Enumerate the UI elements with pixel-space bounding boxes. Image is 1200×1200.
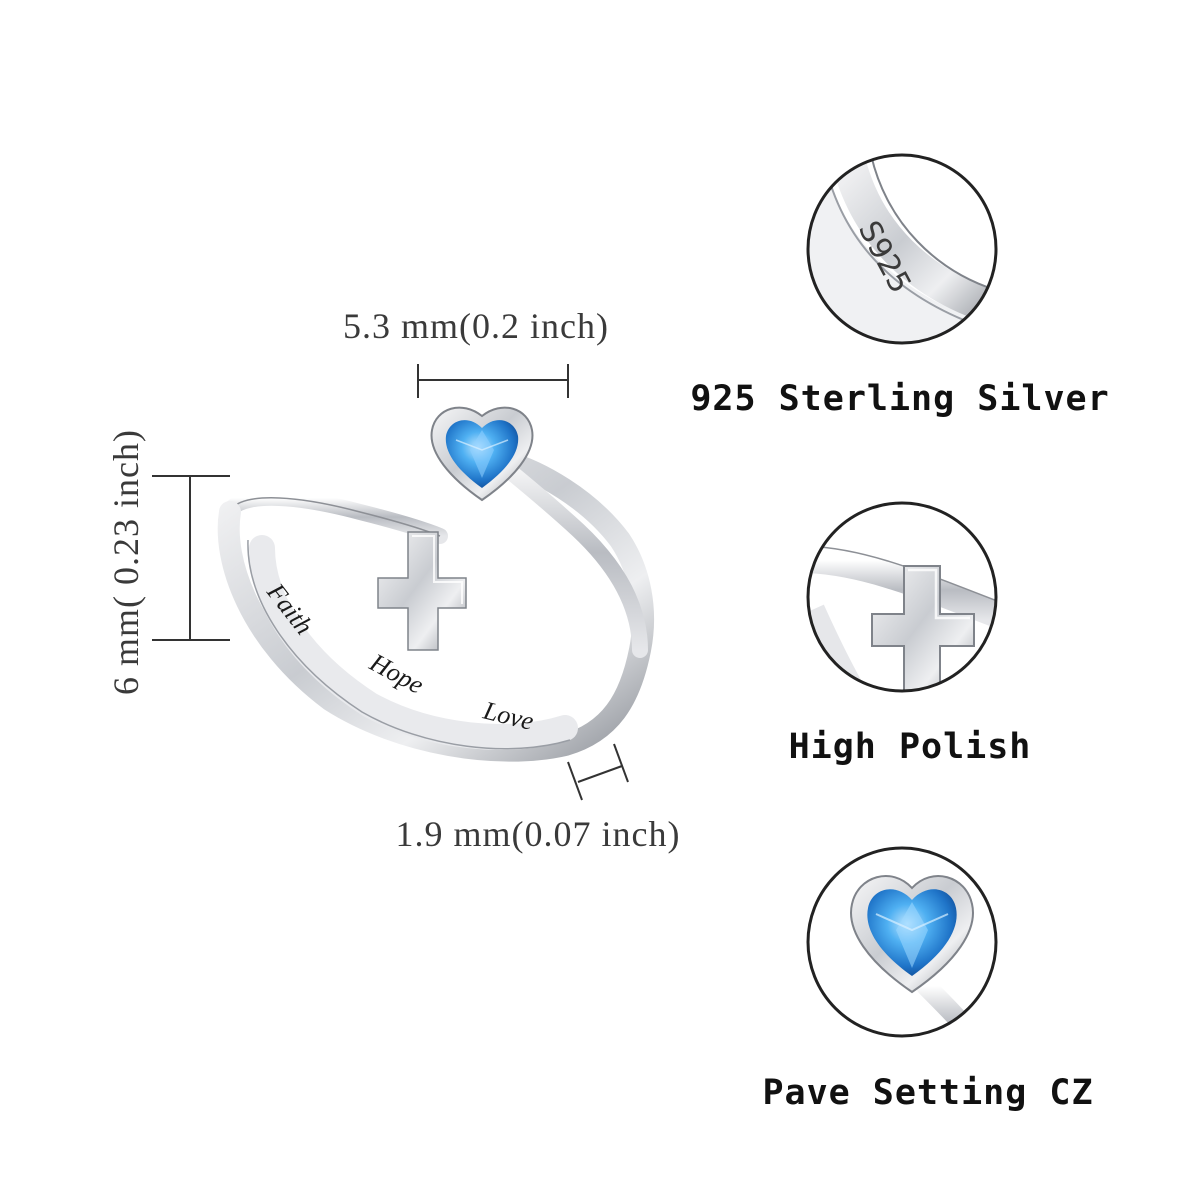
engraving-word-hope: Hope: [364, 647, 428, 700]
dimension-height: 6 mm( 0.23 inch): [106, 429, 230, 695]
feature-sterling-silver: S925 925 Sterling Silver: [690, 153, 1109, 419]
feature-label-high-polish: High Polish: [789, 727, 1032, 767]
dimension-width: 5.3 mm(0.2 inch): [343, 306, 609, 398]
heart-stone: [430, 406, 534, 502]
feature-pave-setting: Pave Setting CZ: [762, 846, 1093, 1113]
ring: Faith Hope Love: [217, 406, 655, 762]
feature-label-pave-setting: Pave Setting CZ: [762, 1073, 1093, 1113]
width-label: 5.3 mm(0.2 inch): [343, 306, 609, 346]
feature-label-sterling-silver: 925 Sterling Silver: [690, 379, 1109, 419]
cross-charm: [377, 531, 467, 651]
height-label: 6 mm( 0.23 inch): [106, 429, 146, 695]
dimension-band: 1.9 mm(0.07 inch): [396, 743, 681, 854]
feature-high-polish: High Polish: [789, 501, 1032, 767]
band-label: 1.9 mm(0.07 inch): [396, 814, 681, 854]
